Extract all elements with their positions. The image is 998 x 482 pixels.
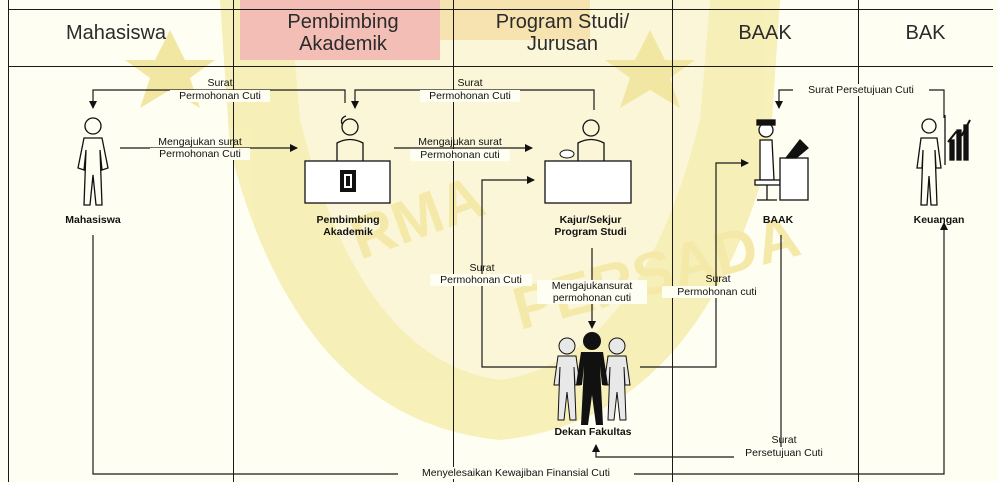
chart-icon [944,115,971,165]
group-icon [553,332,631,425]
flow-label-f7-line2: permohonan cuti [537,292,647,304]
lane-header-bak: BAK [858,0,993,66]
receptionist-icon [336,115,364,161]
actor-label-kajur-line2: Program Studi [554,226,627,238]
actor-label-keuangan: Keuangan [913,214,965,226]
flow-arrow-dekan-to-kajur [481,176,560,368]
flow-label-f8-line2: Permohonan cuti [662,286,772,298]
flow-label-f3-line1: Surat [457,77,483,89]
lane-header-program-studi: Program Studi/Jurusan [453,0,672,66]
flow-label-f4-line2: Permohonan cuti [410,149,510,161]
lane-header-bottom-border [8,66,993,67]
actor-label-mahasiswa: Mahasiswa [65,214,121,226]
lane-divider-3 [672,0,673,482]
actor-label-pembimbing-line2: Akademik [323,226,373,238]
lane-divider-1 [233,0,234,482]
flow-arrow-dekan-to-baak [640,159,749,368]
lane-title: BAAK [738,22,792,44]
lane-divider-left-border [8,0,9,482]
flow-label-f6-line2: Permohonan Cuti [430,274,532,286]
actor-label-pembimbing-line1: Pembimbing [316,214,380,226]
flow-label-f3-line2: Permohonan Cuti [420,90,520,102]
flow-label-f2-line2: Permohonan Cuti [150,148,250,160]
actor-label-baak: BAAK [762,214,794,226]
lane-title: Mahasiswa [66,22,167,44]
lane-title-line1: Program Studi/ [495,11,630,33]
flow-label-f10: Menyelesaikan Kewajiban Finansial Cuti [398,467,634,479]
lane-header-top-border [8,9,993,10]
flow-label-f1-line1: Surat [207,77,233,89]
lane-title: BAK [905,22,946,44]
flow-label-f9-line2: Persetujuan Cuti [734,447,834,459]
lane-title-line2: Jurusan [526,33,599,55]
actor-label-dekan: Dekan Fakultas [554,426,632,438]
lane-header-baak: BAAK [672,0,858,66]
flow-arrow-baak-to-dekan [592,235,782,458]
receptionist-icon [577,119,605,161]
lane-title-line2: Akademik [299,33,387,55]
flow-label-f5: Surat Persetujuan Cuti [793,84,929,96]
lane-divider-2 [453,0,454,482]
lane-header-mahasiswa: Mahasiswa [8,0,233,66]
worker-icon [754,119,809,201]
lane-title-line1: Pembimbing [287,11,399,33]
flow-label-f1-line2: Permohonan Cuti [170,90,270,102]
desk-icon [544,149,632,204]
flow-label-f8-line1: Surat [705,273,731,285]
person-icon [77,117,109,206]
flow-label-f4-line1: Mengajukan surat [418,136,502,148]
desk-icon [304,160,391,204]
flow-label-f6-line1: Surat [469,262,495,274]
flow-label-f9-line1: Surat [771,434,797,446]
flow-arrow-mahasiswa-to-keuangan [92,222,948,475]
lane-divider-4 [858,0,859,482]
person-icon [916,118,942,206]
flow-label-f7-line1: Mengajukansurat [537,280,647,292]
flow-label-f2-line1: Mengajukan surat [158,136,242,148]
actor-label-kajur-line1: Kajur/Sekjur [559,214,622,226]
